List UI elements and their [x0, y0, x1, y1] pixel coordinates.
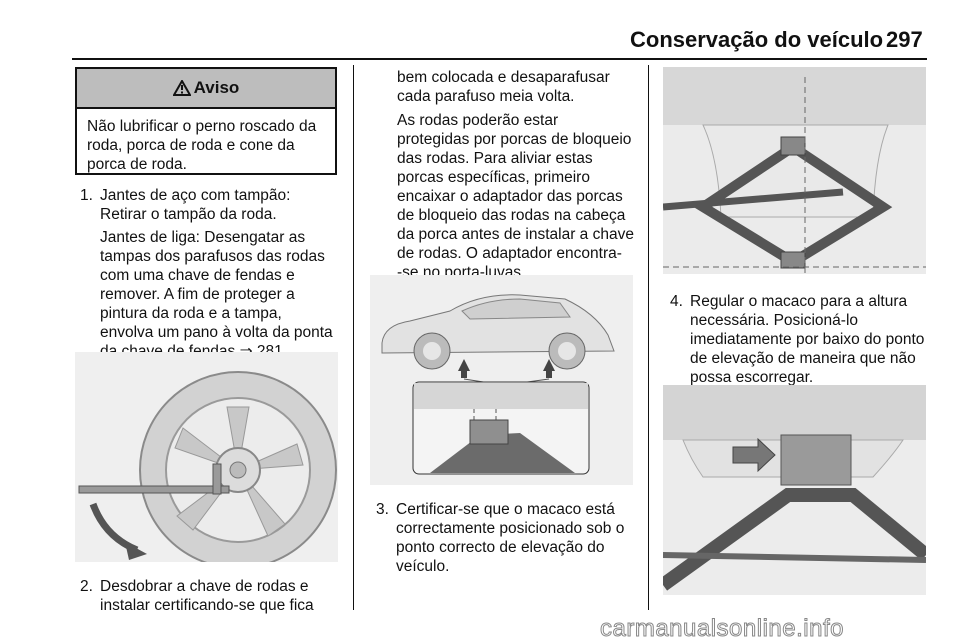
warning-text: Não lubrificar o perno roscado da roda, … [87, 118, 317, 173]
text-line: Jantes de aço com tampão: [100, 187, 291, 204]
text-line: protegidas por porcas de bloqueio [397, 131, 632, 148]
text-line: Certificar-se que o macaco está [396, 501, 615, 518]
warning-title: Aviso [193, 78, 240, 97]
text-line: As rodas poderão estar [397, 112, 559, 129]
text-line: veículo. [396, 558, 450, 575]
list-text: Desdobrar a chave de rodas e instalar ce… [100, 577, 314, 615]
page-header-title: Conservação do veículo [630, 27, 884, 52]
page-number: 297 [886, 27, 923, 52]
text-line: bem colocada e desaparafusar [397, 69, 610, 86]
text-line: com uma chave de fendas e [100, 267, 295, 284]
text-line: de rodas. O adaptador encontra- [397, 245, 622, 262]
list-text: Jantes de aço com tampão: Retirar o tamp… [100, 186, 290, 224]
wheel-wrench-illustration [75, 352, 338, 562]
text-line: de elevação de maneira que não [690, 350, 916, 367]
text-line: tampas dos parafusos das rodas [100, 248, 325, 265]
list-item-2: 2. Desdobrar a chave de rodas e instalar… [80, 577, 350, 617]
watermark: carmanualsonline.info [600, 615, 844, 643]
text-line: das rodas. Para aliviar estas [397, 150, 593, 167]
text-line: remover. A fim de proteger a [100, 286, 295, 303]
list-number: 2. [80, 578, 93, 595]
list-item-3: 3. Certificar-se que o macaco está corre… [376, 500, 646, 580]
text-line: imediatamente por baixo do ponto [690, 331, 925, 348]
jack-under-vehicle-illustration [663, 67, 926, 274]
text-line: porcas específicas, primeiro [397, 169, 590, 186]
car-lifting-points-illustration [370, 275, 633, 485]
text-line: ponto correcto de elevação do [396, 539, 605, 556]
text-line: Retirar o tampão da roda. [100, 206, 277, 223]
text-line: encaixar o adaptador das porcas [397, 188, 623, 205]
paragraph: Jantes de liga: Desengatar as tampas dos… [100, 228, 350, 361]
text-line: pintura da roda e a tampa, [100, 305, 282, 322]
text-line: correctamente posicionado sob o [396, 520, 625, 537]
list-number: 4. [670, 293, 683, 310]
list-text: Certificar-se que o macaco está correcta… [396, 500, 624, 576]
text-line: instalar certificando-se que fica [100, 597, 314, 614]
text-line: Regular o macaco para a altura [690, 293, 908, 310]
warning-header: Aviso [77, 69, 335, 109]
list-number: 1. [80, 187, 93, 204]
text-line: Jantes de liga: Desengatar as [100, 229, 306, 246]
column-separator [353, 65, 354, 610]
list-item-1: 1. Jantes de aço com tampão: Retirar o t… [80, 186, 350, 226]
warning-box: Aviso Não lubrificar o perno roscado da … [75, 67, 337, 175]
header-rule [72, 58, 927, 60]
paragraph: bem colocada e desaparafusar cada parafu… [397, 68, 647, 282]
text-line: necessária. Posicioná-lo [690, 312, 859, 329]
list-item-4: 4. Regular o macaco para a altura necess… [670, 292, 930, 392]
column-separator [648, 65, 649, 610]
warning-triangle-icon [171, 78, 192, 96]
text-line: da porca antes de instalar a chave [397, 226, 634, 243]
text-line: cada parafuso meia volta. [397, 88, 575, 105]
list-number: 3. [376, 501, 389, 518]
text-line: possa escorregar. [690, 369, 814, 386]
jack-positioning-illustration [663, 385, 926, 595]
text-line: Desdobrar a chave de rodas e [100, 578, 309, 595]
text-line: de bloqueio das rodas na cabeça [397, 207, 626, 224]
text-line: envolva um pano à volta da ponta [100, 324, 333, 341]
list-text: Regular o macaco para a altura necessári… [690, 292, 924, 387]
